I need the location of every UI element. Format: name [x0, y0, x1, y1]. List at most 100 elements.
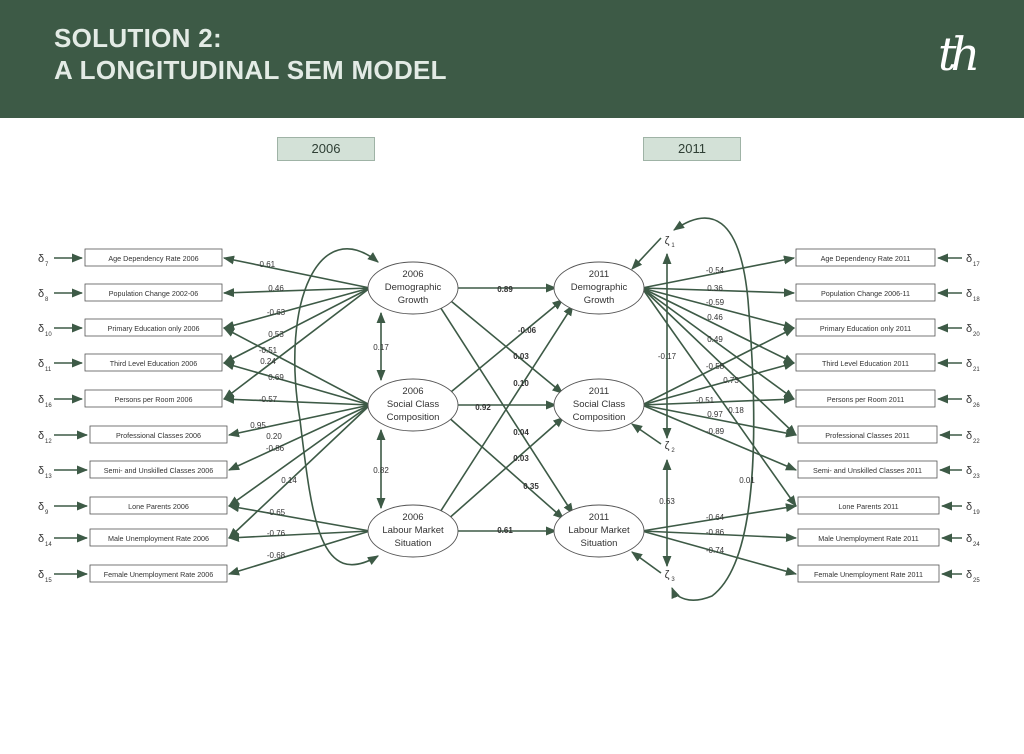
latent-factor-label: Labour Market [382, 525, 444, 536]
disturbance-arrow [631, 237, 662, 270]
loading-label-2011: -0.54 [706, 266, 725, 275]
latent-factor-ellipse [367, 504, 459, 558]
loading-label-2006: 0.69 [268, 373, 284, 382]
loading-arrow-2006 [227, 404, 371, 471]
error-index: 18 [973, 297, 980, 303]
title-line-1: SOLUTION 2: [54, 23, 222, 53]
error-index: 21 [973, 367, 980, 373]
latent-factor-ellipse [553, 261, 645, 315]
latent-factor-label: 2006 [402, 386, 423, 397]
error-index: 9 [45, 510, 49, 516]
disturbance-symbol: ζ [665, 569, 670, 581]
disturbance-curve [671, 217, 755, 601]
loading-arrow-2006 [222, 287, 371, 330]
error-index: 19 [973, 510, 980, 516]
indicator-label: Persons per Room 2011 [827, 395, 904, 404]
indicator-box-2011 [795, 353, 936, 372]
error-symbol: δ [38, 358, 44, 370]
loading-arrow-2006 [227, 530, 371, 542]
structural-coefficient-label: 0.03 [513, 352, 529, 361]
loading-label-2011: -0.59 [706, 298, 725, 307]
error-symbol: δ [38, 323, 44, 335]
latent-factor-label: 2011 [589, 386, 609, 397]
error-index: 25 [973, 578, 980, 584]
loading-label-2011: 0.18 [728, 406, 744, 415]
correlation-curve-2006 [294, 248, 379, 566]
indicator-label: Primary Education only 2006 [108, 324, 200, 333]
header-bar: SOLUTION 2: A LONGITUDINAL SEM MODEL th [0, 0, 1024, 118]
indicator-label: Professional Classes 2006 [116, 431, 201, 440]
latent-factor-label: Growth [584, 295, 615, 306]
indicator-label: Lone Parents 2006 [128, 502, 189, 511]
loading-arrow-2006 [223, 287, 371, 400]
slide-title: SOLUTION 2: A LONGITUDINAL SEM MODEL [54, 22, 447, 86]
correlation-label: 0.17 [373, 343, 389, 352]
indicator-label: Professional Classes 2011 [825, 431, 910, 440]
indicator-label: Age Dependency Rate 2006 [108, 254, 198, 263]
error-index: 12 [45, 439, 52, 445]
latent-factor-ellipse [367, 378, 459, 432]
error-index: 10 [45, 332, 52, 338]
indicator-box-2011 [795, 283, 936, 302]
indicator-box-2006 [84, 283, 223, 302]
brand-logo: th [938, 27, 980, 81]
loading-arrow-2006 [222, 361, 371, 406]
indicator-label: Primary Education only 2011 [820, 324, 911, 333]
indicator-box-2006 [89, 528, 228, 547]
structural-coefficient-label: 0.03 [513, 454, 529, 463]
loading-label-2006: 0.95 [250, 421, 266, 430]
indicator-label: Male Unemployment Rate 2011 [818, 534, 919, 543]
error-symbol: δ [966, 533, 972, 545]
error-index: 11 [45, 367, 52, 373]
error-index: 22 [973, 439, 980, 445]
latent-factor-label: Situation [395, 538, 432, 549]
error-symbol: δ [38, 430, 44, 442]
error-symbol: δ [38, 533, 44, 545]
loading-label-2011: -0.58 [706, 362, 725, 371]
indicator-label: Male Unemployment Rate 2006 [108, 534, 209, 543]
latent-factor-label: 2011 [589, 512, 609, 523]
indicator-label: Age Dependency Rate 2011 [821, 254, 911, 263]
structural-path-arrow [448, 299, 564, 394]
indicator-box-2011 [797, 460, 938, 479]
error-symbol: δ [966, 394, 972, 406]
indicator-box-2006 [89, 496, 228, 515]
latent-factor-label: Situation [581, 538, 618, 549]
indicator-box-2006 [84, 248, 223, 267]
error-symbol: δ [966, 465, 972, 477]
structural-coefficient-label: 0.61 [497, 526, 513, 535]
indicator-box-2006 [89, 460, 228, 479]
structural-coefficient-label: 0.04 [513, 428, 529, 437]
error-symbol: δ [966, 288, 972, 300]
loading-arrow-2006 [227, 530, 371, 576]
error-symbol: δ [38, 394, 44, 406]
error-symbol: δ [38, 288, 44, 300]
disturbance-arrow [631, 423, 662, 445]
indicator-box-2006 [84, 353, 223, 372]
error-symbol: δ [966, 253, 972, 265]
loading-arrow-2006 [228, 404, 371, 539]
loading-label-2011: 0.01 [739, 476, 755, 485]
latent-factor-label: 2006 [402, 269, 423, 280]
loading-label-2006: -0.57 [259, 395, 278, 404]
year-label-2011: 2011 [643, 137, 741, 161]
loading-label-2006: 0.53 [268, 330, 284, 339]
loading-label-2011: 0.36 [707, 284, 723, 293]
error-index: 16 [45, 403, 52, 409]
disturbance-arrow [631, 551, 662, 574]
error-index: 26 [973, 403, 980, 409]
structural-coefficient-label: 0.35 [523, 482, 539, 491]
indicator-label: Third Level Education 2011 [822, 359, 909, 368]
loading-label-2006: 0.46 [268, 284, 284, 293]
loading-arrow-2006 [222, 287, 371, 298]
loading-arrow-2011 [641, 287, 796, 330]
latent-factor-label: Social Class [387, 399, 440, 410]
loading-label-2011: -0.89 [706, 427, 725, 436]
year-label-2006: 2006 [277, 137, 375, 161]
indicator-label: Female Unemployment Rate 2011 [814, 570, 923, 579]
disturbance-symbol: ζ [665, 440, 670, 452]
structural-coefficient-label: -0.06 [518, 326, 537, 335]
error-symbol: δ [38, 501, 44, 513]
loading-label-2011: -0.86 [706, 528, 725, 537]
